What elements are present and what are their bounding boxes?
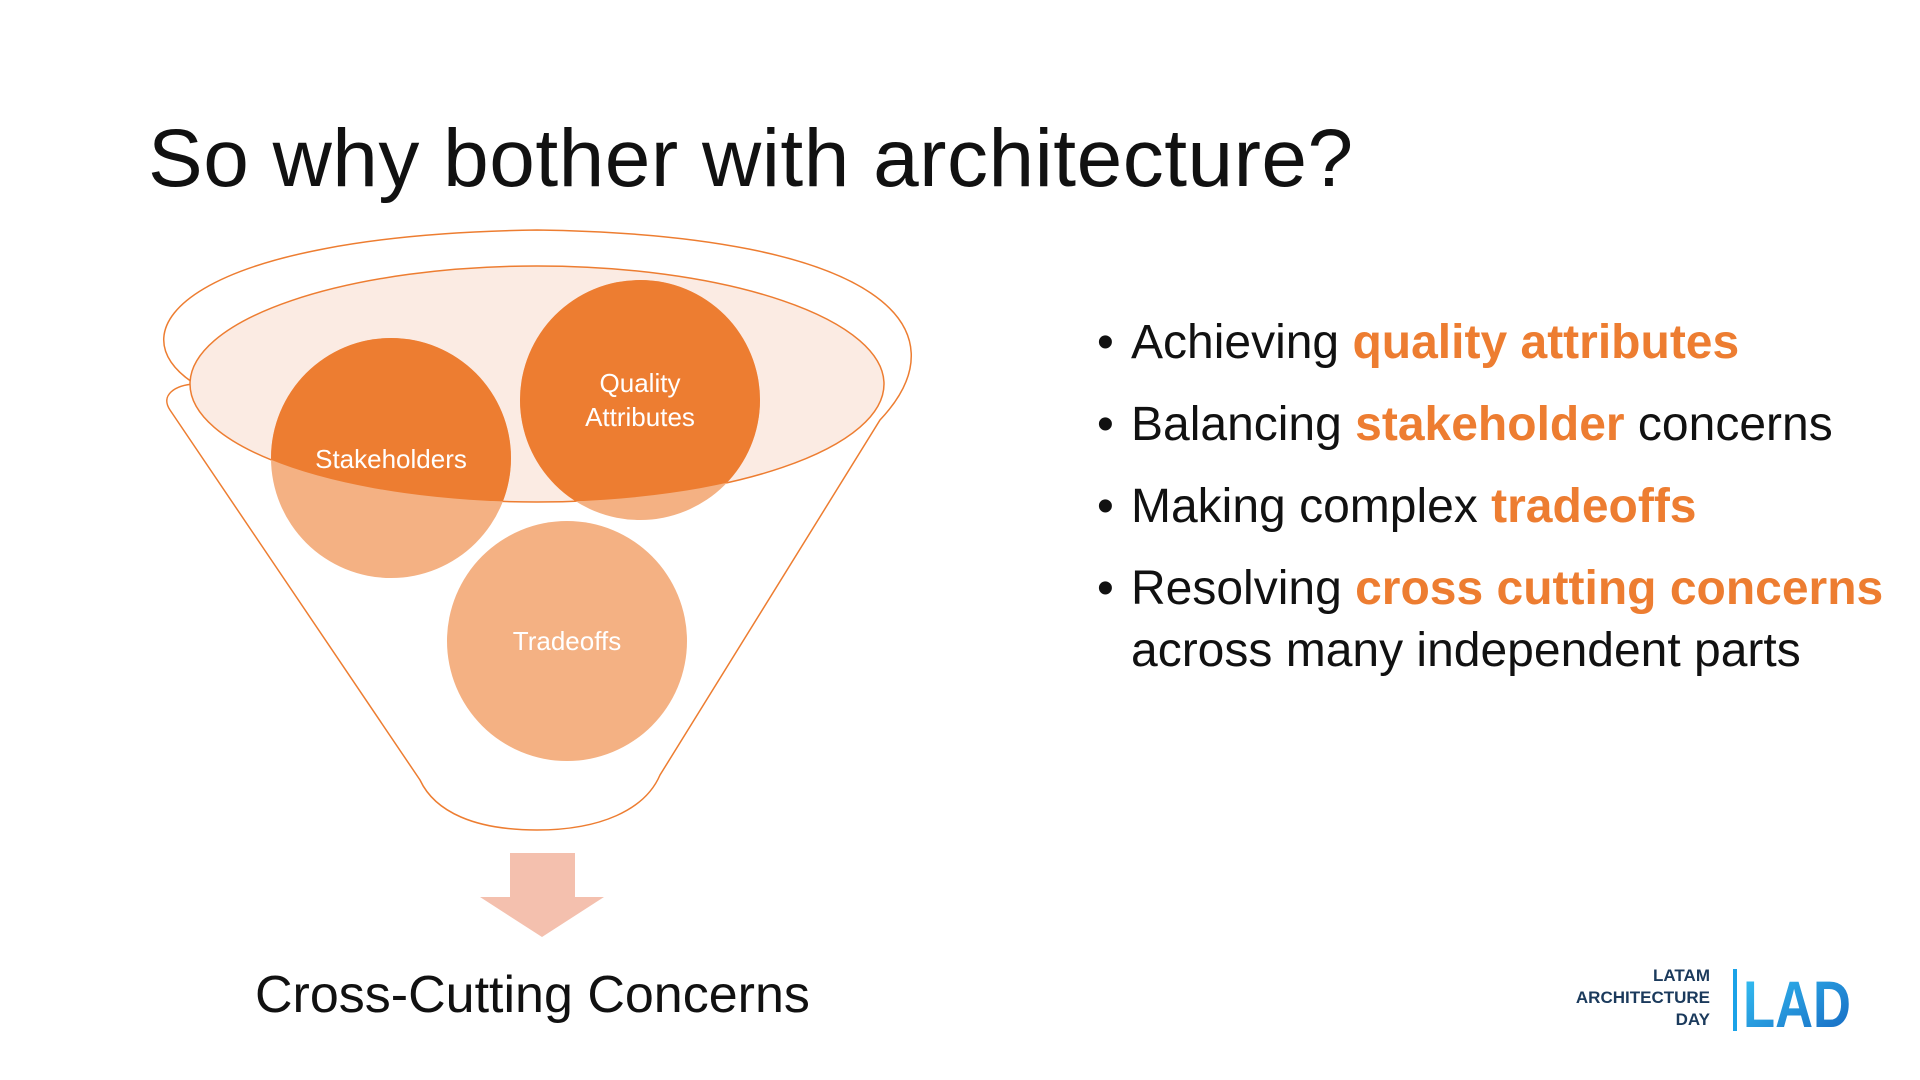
bubble-stakeholders — [271, 338, 511, 502]
lad-logo-mark-icon: LAD — [1733, 967, 1851, 1033]
bubble-label-stakeholders: Stakeholders — [315, 444, 467, 474]
down-arrow-icon — [480, 853, 604, 937]
bullet-dot-icon: • — [1097, 316, 1114, 369]
lad-logo: LATAM ARCHITECTURE DAY LAD — [1575, 965, 1865, 1035]
bullet-text: Making complex — [1131, 480, 1492, 533]
bullet-item: • Balancing stakeholder concerns — [1097, 394, 1897, 456]
bullet-dot-icon: • — [1097, 480, 1114, 533]
funnel-output-label: Cross-Cutting Concerns — [255, 966, 810, 1024]
bullet-dot-icon: • — [1097, 562, 1114, 615]
bullet-highlight: quality attributes — [1352, 316, 1740, 369]
bullet-item: • Achieving quality attributes — [1097, 312, 1897, 374]
logo-line-latam: LATAM — [1653, 966, 1710, 985]
bubble-quality — [520, 280, 760, 502]
bullet-highlight: stakeholder — [1355, 398, 1625, 451]
bullet-text: Achieving — [1131, 316, 1353, 369]
bullet-highlight: cross cutting concerns — [1355, 562, 1884, 615]
logo-line-day: DAY — [1675, 1010, 1710, 1029]
bullet-text-after: across many independent parts — [1131, 624, 1801, 677]
bubble-label-quality-line1: Quality — [600, 368, 681, 398]
bubble-label-tradeoffs: Tradeoffs — [513, 626, 621, 656]
logo-text: LATAM ARCHITECTURE DAY — [1576, 965, 1710, 1031]
funnel-outline — [163, 229, 913, 831]
bullet-dot-icon: • — [1097, 398, 1114, 451]
bullet-text: Resolving — [1131, 562, 1356, 615]
bullet-list: • Achieving quality attributes • Balanci… — [1097, 312, 1897, 702]
bullet-item: • Resolving cross cutting concerns acros… — [1097, 558, 1897, 682]
slide-title: So why bother with architecture? — [148, 113, 1354, 204]
bullet-highlight: tradeoffs — [1491, 480, 1697, 533]
bullet-item: • Making complex tradeoffs — [1097, 476, 1897, 538]
bubble-tradeoffs — [447, 521, 687, 761]
bullet-text: Balancing — [1131, 398, 1356, 451]
logo-line-architecture: ARCHITECTURE — [1575, 988, 1710, 1007]
bubble-label-quality-line2: Attributes — [585, 402, 695, 432]
bullet-text-after: concerns — [1624, 398, 1833, 451]
logo-mark-text: LAD — [1743, 967, 1851, 1033]
